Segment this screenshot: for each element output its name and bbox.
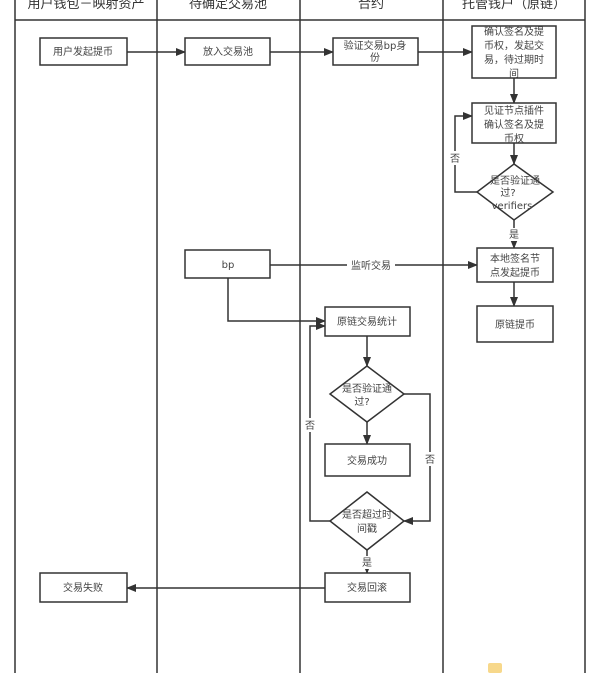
node-label: 确认签名及提: [484, 118, 544, 131]
node-label: 易，待过期时: [484, 53, 544, 66]
node-tx-fail[interactable]: 交易失败: [39, 572, 128, 603]
node-origin-stats[interactable]: 原链交易统计: [324, 306, 411, 337]
lane-title-custody: 托管钱户（原链）: [462, 0, 566, 12]
node-label: 确认签名及提: [484, 25, 544, 38]
lane-title-wallet: 用户钱包－映射资产: [27, 0, 144, 12]
label-no-timeout: 否: [305, 420, 315, 432]
node-label: 用户发起提币: [53, 45, 113, 58]
lane-title-contract: 合约: [358, 0, 384, 12]
lane-headers: 用户钱包－映射资产 待确定交易池 合约 托管钱户（原链）: [27, 0, 566, 12]
node-label: 份: [370, 52, 380, 64]
label-bg: [424, 452, 436, 466]
node-label: 点发起提币: [490, 266, 540, 279]
node-timeout-check[interactable]: 是否超过时 间戳: [328, 491, 406, 551]
label-bg: [449, 151, 461, 165]
node-label: 间: [509, 67, 519, 80]
node-label: 过?: [500, 186, 515, 199]
node-label: 是否验证通: [342, 382, 392, 395]
node-label: 间戳: [357, 522, 377, 535]
node-put-pool[interactable]: 放入交易池: [184, 37, 271, 66]
node-label: 交易失败: [63, 581, 103, 594]
lane-title-pool: 待确定交易池: [189, 0, 267, 12]
label-bg: [508, 228, 520, 241]
lanes: [14, 0, 586, 673]
label-bg: [304, 418, 316, 432]
node-label: 交易回滚: [347, 581, 387, 594]
label-yes-timeout: 是: [362, 557, 372, 569]
node-label: 验证交易bp身: [344, 39, 407, 52]
label-no-1: 否: [450, 153, 460, 165]
label-no-2: 否: [425, 454, 435, 466]
nodes: 用户发起提币 放入交易池 验证交易bp身 份 确认签名及提 币权，发起交 易，待…: [39, 25, 557, 603]
edge-bp-to-stats: [227, 278, 326, 325]
node-label: 过?: [354, 395, 369, 408]
node-label: 本地签名节: [490, 252, 540, 265]
node-label: 币权: [504, 132, 524, 145]
node-label: 见证节点插件: [484, 104, 544, 117]
node-origin-withdraw[interactable]: 原链提币: [476, 305, 554, 343]
node-label: 放入交易池: [203, 45, 253, 58]
node-tx-rollback[interactable]: 交易回滚: [324, 572, 411, 603]
node-label: 币权，发起交: [484, 39, 544, 52]
node-label: 原链提币: [495, 318, 535, 331]
node-user-withdraw[interactable]: 用户发起提币: [39, 37, 128, 66]
node-label: 原链交易统计: [337, 315, 397, 328]
label-bg: [347, 258, 395, 272]
node-confirm-sig[interactable]: 确认签名及提 币权，发起交 易，待过期时 间: [471, 25, 557, 80]
node-label: 是否验证通: [490, 174, 540, 187]
label-bg: [361, 556, 373, 569]
node-tx-success[interactable]: 交易成功: [324, 443, 411, 477]
edge-labels: 监听交易 否 是 否 否 是: [304, 151, 520, 569]
node-verify-pass-1[interactable]: 是否验证通 过? verifiers: [475, 163, 555, 221]
node-label: 交易成功: [347, 454, 387, 467]
label-yes-1: 是: [509, 229, 519, 241]
edges: [126, 48, 518, 592]
label-listen: 监听交易: [351, 259, 391, 272]
node-bp[interactable]: bp: [184, 249, 271, 279]
node-witness-plugin[interactable]: 见证节点插件 确认签名及提 币权: [471, 102, 557, 145]
node-label: verifiers: [492, 201, 533, 212]
node-label: bp: [222, 260, 235, 271]
node-verify-pass-2[interactable]: 是否验证通 过?: [328, 365, 406, 423]
node-label: 是否超过时: [342, 508, 392, 521]
watermark-icon: [488, 663, 502, 673]
node-verify-bp[interactable]: 验证交易bp身 份: [332, 37, 419, 66]
node-local-sign[interactable]: 本地签名节 点发起提币: [476, 247, 554, 283]
